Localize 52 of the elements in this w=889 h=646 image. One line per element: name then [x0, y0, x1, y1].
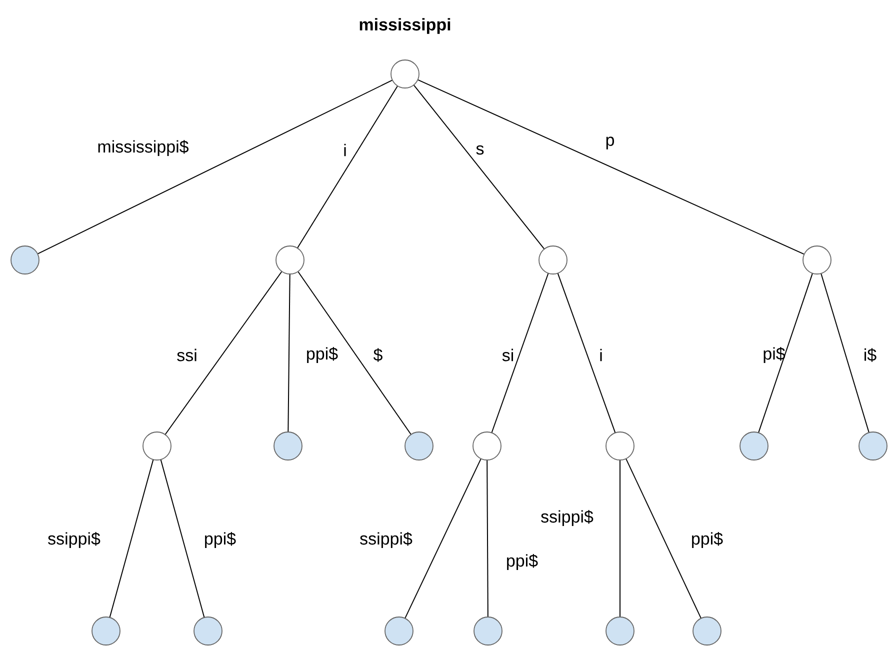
edge	[820, 273, 870, 433]
edge-label: ssippi$	[48, 532, 100, 548]
edge-label: i	[600, 348, 602, 362]
leaf-node	[740, 432, 768, 460]
edge-label: i	[344, 144, 346, 156]
edge-label: i$	[864, 348, 876, 362]
edge	[37, 80, 393, 254]
tree-node	[276, 246, 304, 274]
edge	[491, 273, 549, 433]
edge-label: mississippi$	[98, 140, 189, 156]
tree-node	[538, 246, 568, 274]
edge-label: pi$	[764, 346, 786, 364]
tree-node	[390, 60, 420, 88]
leaf-node	[384, 616, 414, 646]
leaf-node	[92, 616, 120, 646]
edge-label: ppi$	[307, 346, 338, 364]
edge	[160, 459, 205, 618]
edge	[626, 458, 702, 618]
leaf-node	[10, 246, 40, 274]
leaf-node	[692, 616, 722, 646]
edge-label: ppi$	[507, 554, 538, 570]
edge	[414, 84, 544, 250]
tree-node	[142, 432, 172, 460]
edge	[404, 458, 482, 618]
edge	[418, 79, 804, 255]
edge	[557, 273, 616, 433]
edge-label: ppi$	[205, 532, 236, 548]
edge	[109, 459, 154, 618]
leaf-node	[474, 616, 502, 646]
edge-label: p	[606, 136, 614, 150]
edge-label: $	[373, 348, 382, 362]
leaf-node	[858, 432, 888, 460]
leaf-node	[274, 432, 302, 460]
edge	[486, 460, 488, 618]
leaf-node	[194, 616, 222, 646]
edge-label: s	[476, 145, 484, 155]
tree-node	[472, 432, 502, 460]
edge	[758, 273, 813, 433]
edge-label: ssippi$	[360, 532, 412, 548]
tree-node	[606, 432, 634, 460]
edge-label: ssi	[177, 348, 196, 362]
tree-node	[802, 246, 832, 274]
edge	[297, 86, 398, 248]
edge-label: ssippi$	[541, 510, 594, 526]
leaf-node	[606, 616, 634, 646]
edge	[288, 274, 290, 432]
edge-label: ppi$	[692, 532, 723, 548]
title: mississippi	[360, 18, 450, 34]
leaf-node	[404, 432, 434, 460]
edge	[298, 271, 412, 435]
edge	[164, 271, 282, 435]
edge-label: si	[502, 348, 513, 362]
